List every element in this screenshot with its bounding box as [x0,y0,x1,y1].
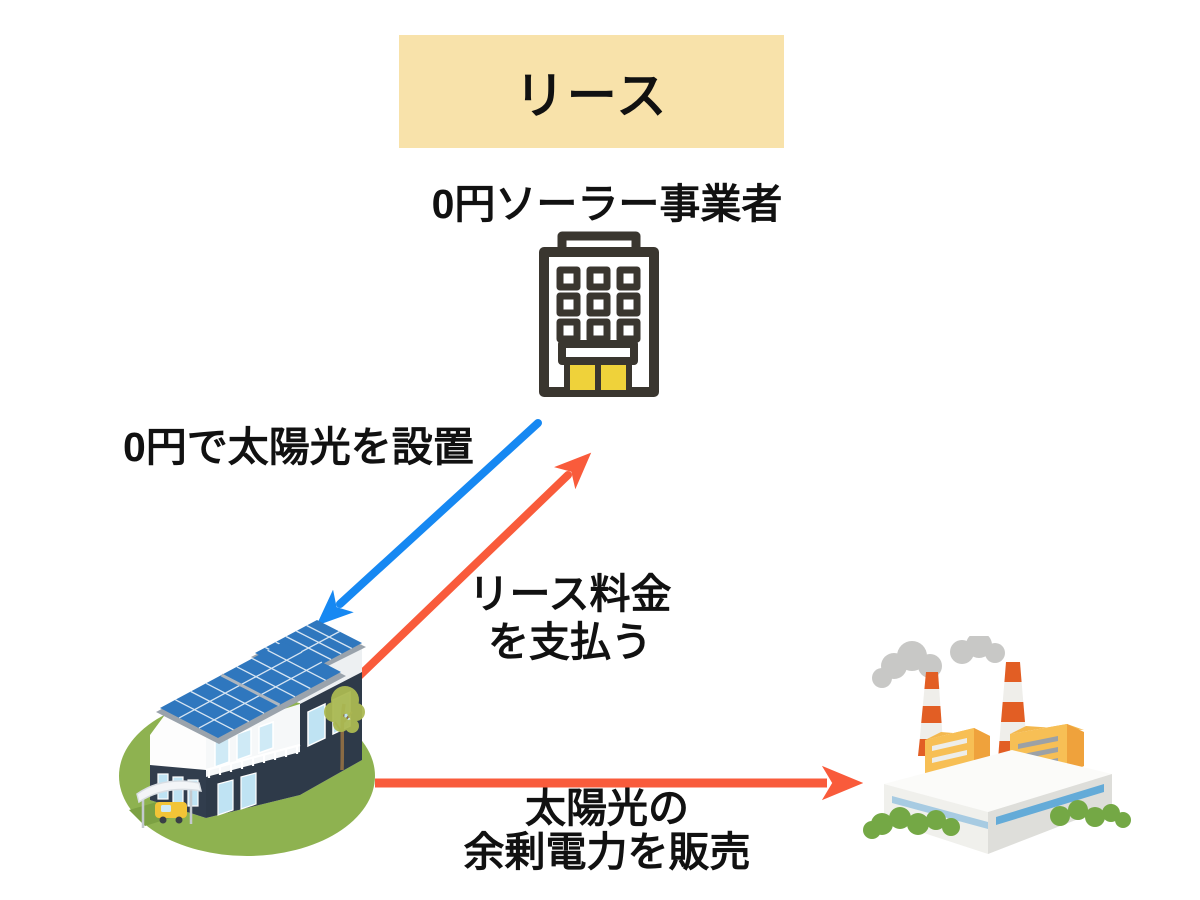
title-text: リース [514,67,669,124]
flow-label-sell-surplus: 太陽光の 余剰電力を販売 [463,785,751,875]
operator-label: 0円ソーラー事業者 [431,181,783,227]
arrow-install [316,419,542,626]
car [155,802,187,824]
office-building-icon [539,231,659,397]
power-plant-illustration [863,636,1131,854]
solar-house-illustration [119,620,375,856]
balcony-railing [205,743,301,778]
carport [136,780,203,828]
flow-label-lease-fee: リース料金 を支払う [468,571,672,665]
bushes [863,800,1131,839]
title-banner: リース [399,35,784,148]
tree [324,686,365,771]
arrow-lease-fee [348,452,592,687]
flow-label-install: 0円で太陽光を設置 [123,424,474,470]
